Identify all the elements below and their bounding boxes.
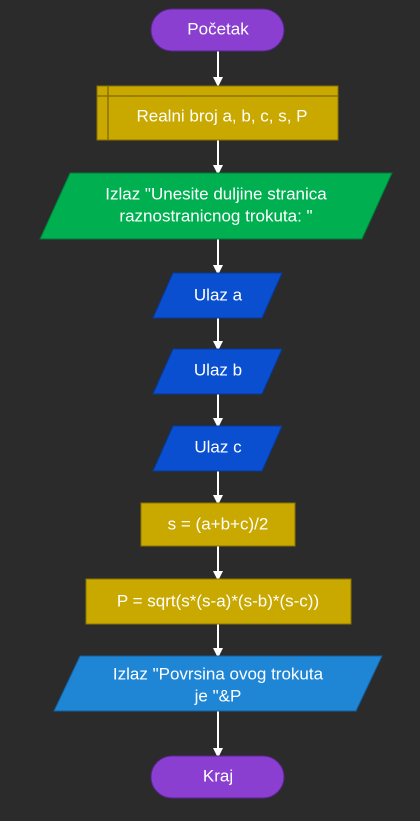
end-node: Kraj [150, 755, 285, 799]
input-a-label: Ulaz a [194, 285, 243, 304]
output-prompt-line1: Izlaz "Unesite duljine stranica [105, 184, 327, 203]
output-result-line1: Izlaz "Povrsina ovog trokuta [113, 664, 324, 683]
declare-label: Realni broj a, b, c, s, P [136, 106, 307, 125]
input-c-label: Ulaz c [194, 437, 242, 456]
output-prompt-node: Izlaz "Unesite duljine stranica raznostr… [39, 172, 393, 240]
output-prompt-line2: raznostranicnog trokuta: " [119, 206, 312, 225]
end-label: Kraj [203, 766, 233, 785]
input-a-node: Ulaz a [152, 272, 283, 319]
output-result-line2: je "&P [194, 686, 242, 705]
calc-p-node: P = sqrt(s*(s-a)*(s-b)*(s-c)) [85, 578, 352, 625]
start-node: Početak [150, 8, 285, 52]
input-b-node: Ulaz b [152, 348, 283, 395]
start-label: Početak [187, 19, 249, 38]
calc-s-node: s = (a+b+c)/2 [140, 502, 296, 547]
calc-p-label: P = sqrt(s*(s-a)*(s-b)*(s-c)) [117, 591, 319, 610]
declare-node: Realni broj a, b, c, s, P [96, 85, 339, 141]
output-result-node: Izlaz "Povrsina ovog trokuta je "&P [53, 655, 383, 712]
input-c-node: Ulaz c [152, 425, 283, 472]
input-b-label: Ulaz b [194, 360, 242, 379]
calc-s-label: s = (a+b+c)/2 [168, 514, 269, 533]
